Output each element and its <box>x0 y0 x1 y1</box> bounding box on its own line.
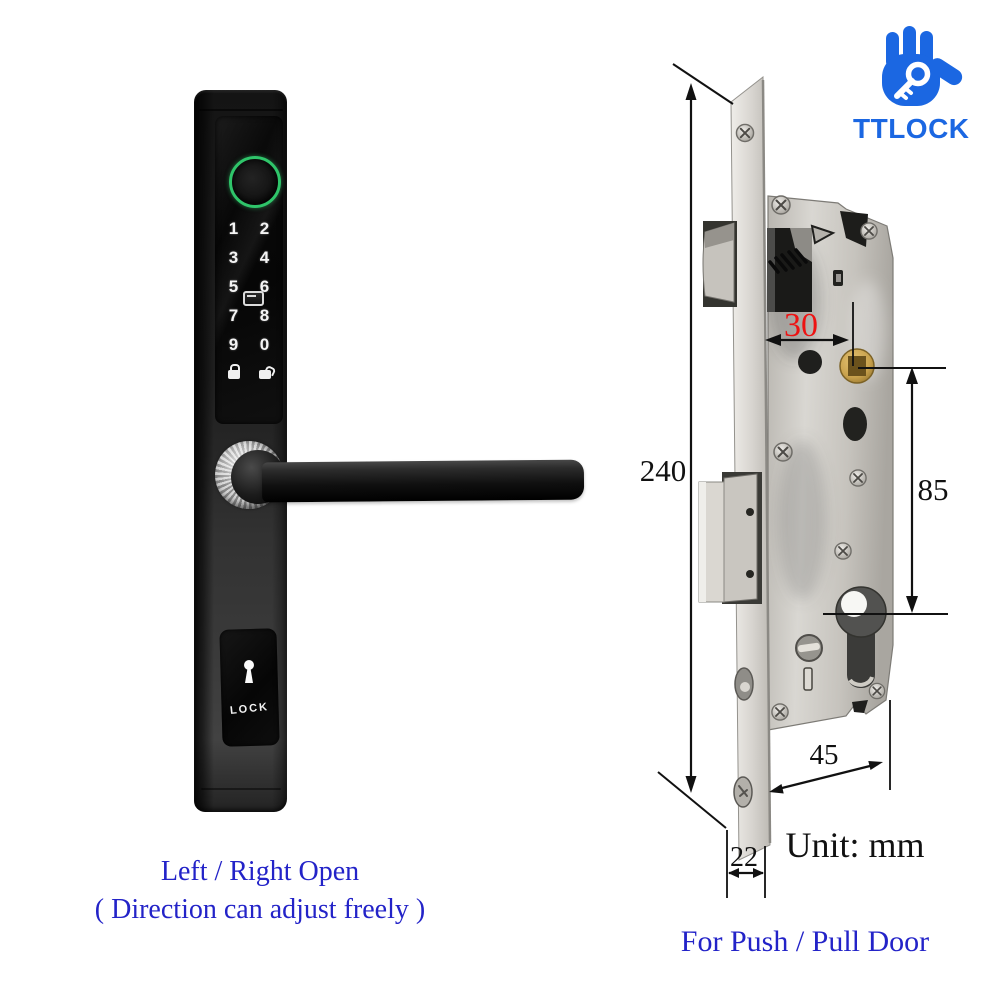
keypad-digit: 6 <box>259 277 270 296</box>
screw-icon <box>868 682 886 700</box>
right-caption: For Push / Pull Door <box>680 925 930 958</box>
mechanism-part <box>790 228 812 262</box>
case-shading <box>778 440 826 600</box>
faceplate <box>730 75 772 861</box>
spindle-square-hole <box>848 356 866 376</box>
dim-22-label: 22 <box>730 842 758 873</box>
screw-icon <box>834 542 852 560</box>
latch-bolt <box>702 221 737 307</box>
top-cap-seam <box>199 109 283 111</box>
lock-icon <box>227 364 240 382</box>
dim-240-label: 240 <box>640 453 687 488</box>
deadbolt-side <box>723 473 758 603</box>
lock-case <box>767 195 894 731</box>
keypad-digit: 0 <box>259 335 270 354</box>
dim-30-label: 30 <box>784 307 818 344</box>
screw-marks <box>738 785 748 797</box>
keyhole-icon <box>244 660 254 670</box>
keypad-digit: 7 <box>228 306 239 325</box>
keypad-digit: 1 <box>228 219 239 238</box>
bottom-cap-seam <box>201 788 281 790</box>
ttlock-logo <box>882 26 963 106</box>
screw-icon <box>849 468 867 488</box>
deadbolt-pin <box>746 570 754 578</box>
keypad-digit: 3 <box>228 248 239 267</box>
dim-45-line <box>773 762 879 792</box>
deadbolt <box>698 472 762 604</box>
round-hole <box>798 350 822 374</box>
faceplate-edge-shade <box>761 79 772 844</box>
key-cutout <box>894 61 931 100</box>
dim-85-label: 85 <box>918 472 949 507</box>
oval-hole-screw <box>740 682 750 692</box>
numeric-keypad: 1 2 3 4 5 6 7 8 9 0 <box>218 214 280 388</box>
keypad-digit: 9 <box>228 335 239 354</box>
screw-icon <box>771 703 789 721</box>
rfid-card-icon <box>243 291 264 306</box>
square-hole-inner <box>836 274 841 282</box>
screw-icon <box>735 123 755 143</box>
keyhole-icon-stem <box>245 668 253 683</box>
brand-name: TTLOCK <box>853 113 970 144</box>
screw-icon <box>860 221 878 241</box>
fingerprint-sensor-icon <box>229 156 281 208</box>
bottom-notch <box>852 700 868 713</box>
dimension-lines <box>657 63 948 898</box>
unit-label: Unit: mm <box>785 825 924 865</box>
euro-cylinder-hole <box>835 586 887 688</box>
dimension-labels: 240 30 85 45 22 Unit: mm <box>640 307 949 873</box>
dim-45-label: 45 <box>810 739 839 771</box>
dimension-arrowheads <box>685 83 918 878</box>
unlock-icon <box>258 365 271 382</box>
case-top-notch <box>840 211 868 247</box>
left-caption-line1: Left / Right Open <box>160 856 360 887</box>
latch-pointer <box>810 224 836 245</box>
latch-spring <box>768 248 808 274</box>
screw-icon <box>771 195 791 215</box>
keypad-digit: 8 <box>259 306 270 325</box>
keypad-digit: 5 <box>228 277 239 296</box>
small-slot <box>803 667 813 691</box>
left-caption-line2: ( Direction can adjust freely ) <box>94 894 426 925</box>
screw-icon <box>773 442 793 462</box>
faceplate-strip <box>730 75 771 861</box>
oval-hole <box>843 407 867 441</box>
dim-240-witness-top <box>672 63 734 105</box>
mechanism-edge <box>767 228 775 312</box>
latch-bolt-bevel <box>705 223 734 248</box>
keypad-digit: 2 <box>259 219 270 238</box>
screw-slot <box>797 642 820 653</box>
dim-240-witness-bottom <box>657 771 727 829</box>
keypad-digit: 4 <box>259 248 270 267</box>
deadbolt-highlight <box>699 482 706 602</box>
deadbolt-pin <box>746 508 754 516</box>
